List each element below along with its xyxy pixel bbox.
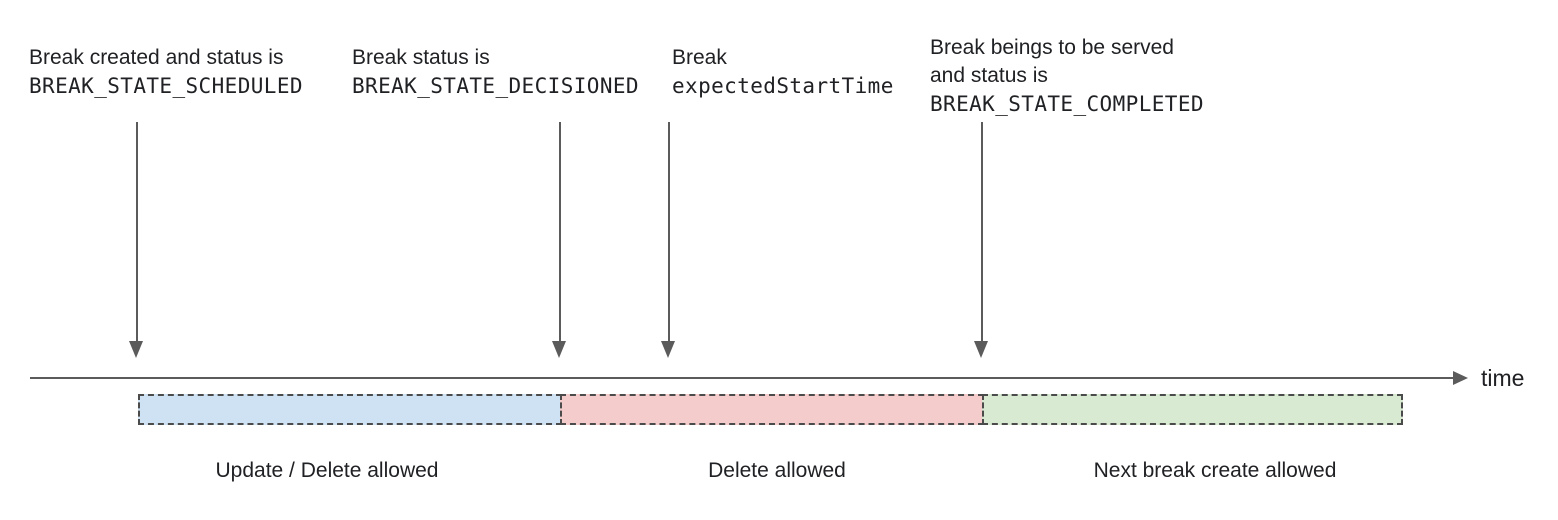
arrow-line xyxy=(667,122,670,343)
segment-label-next-break: Next break create allowed xyxy=(1093,459,1337,482)
down-arrow-icon-completed xyxy=(974,122,989,358)
segment-update-delete-allowed xyxy=(138,394,562,425)
down-arrow-icon-scheduled xyxy=(129,122,144,358)
annotation-break-scheduled: Break created and status is BREAK_STATE_… xyxy=(29,44,303,100)
annotation-break-completed: Break beings to be served and status is … xyxy=(930,34,1204,118)
down-arrow-icon-expected-start xyxy=(661,122,676,358)
arrow-line xyxy=(135,122,138,343)
annotation-text: Break beings to be served xyxy=(930,36,1174,59)
annotation-text: Break created and status is xyxy=(29,46,284,69)
annotation-break-decisioned: Break status is BREAK_STATE_DECISIONED xyxy=(352,44,639,100)
annotation-state-code: BREAK_STATE_SCHEDULED xyxy=(29,74,303,98)
segment-next-break-create-allowed xyxy=(982,394,1403,425)
annotation-state-code: BREAK_STATE_DECISIONED xyxy=(352,74,639,98)
time-axis-label: time xyxy=(1481,365,1525,391)
arrow-line xyxy=(980,122,983,343)
annotation-text: Break status is xyxy=(352,46,490,69)
arrowhead-icon xyxy=(661,341,675,358)
segment-delete-allowed xyxy=(560,394,984,425)
annotation-state-code: expectedStartTime xyxy=(672,74,894,98)
arrowhead-icon xyxy=(974,341,988,358)
down-arrow-icon-decisioned xyxy=(552,122,567,358)
annotation-expected-start-time: Break expectedStartTime xyxy=(672,44,894,100)
arrowhead-icon xyxy=(129,341,143,358)
annotation-state-code: BREAK_STATE_COMPLETED xyxy=(930,92,1204,116)
arrowhead-icon xyxy=(552,341,566,358)
annotation-text: and status is xyxy=(930,64,1048,87)
segment-label-update-delete: Update / Delete allowed xyxy=(215,459,439,482)
time-axis-line xyxy=(30,377,1455,379)
annotation-text: Break xyxy=(672,46,727,69)
arrow-line xyxy=(558,122,561,343)
right-arrowhead-icon xyxy=(1453,371,1468,385)
segment-label-delete: Delete allowed xyxy=(708,459,846,482)
